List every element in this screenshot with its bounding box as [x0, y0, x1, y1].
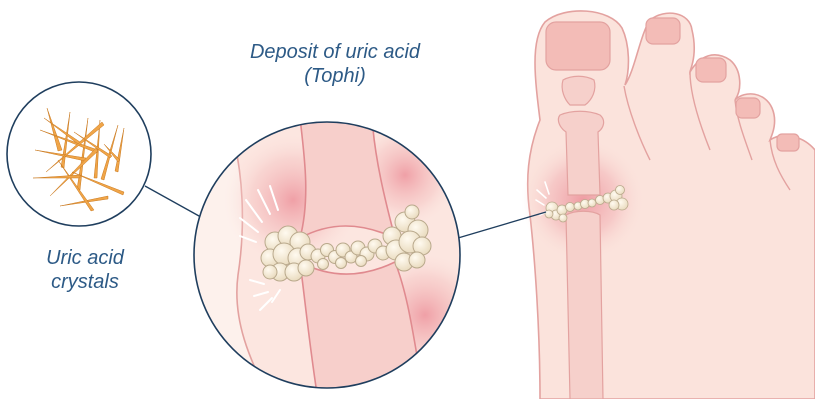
toenail-3: [696, 58, 726, 82]
uric-acid-crystals-icon: [7, 82, 151, 226]
toenail-4: [736, 98, 760, 118]
magnified-joint: [190, 118, 490, 399]
crystals-label-line1: Uric acid: [10, 246, 160, 270]
crystals-label: Uric acid crystals: [10, 246, 160, 294]
foot-illustration: [521, 11, 815, 399]
tophi-label-line2: (Tophi): [205, 64, 465, 88]
metatarsal-bone: [566, 211, 603, 399]
tophi-label: Deposit of uric acid (Tophi): [205, 40, 465, 88]
tophi-label-line1: Deposit of uric acid: [205, 40, 465, 64]
toe-bone-distal: [562, 76, 595, 105]
crystals-label-line2: crystals: [10, 270, 160, 294]
toenail-2: [646, 18, 680, 44]
toenail-big: [546, 22, 610, 70]
toenail-5: [777, 134, 799, 151]
